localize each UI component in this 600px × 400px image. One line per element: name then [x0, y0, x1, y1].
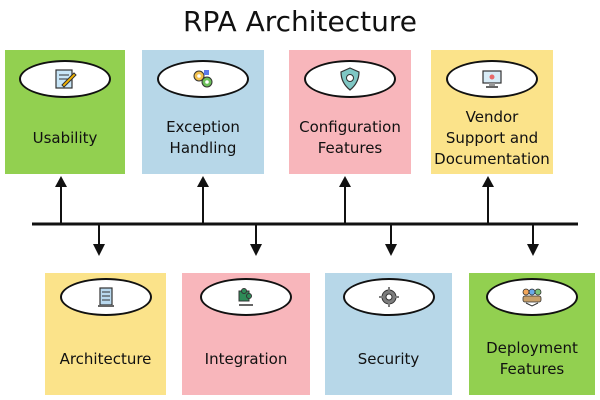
team-handshake-icon: [522, 288, 542, 307]
card-label: Exception Handling: [166, 118, 240, 157]
icon-badge: [19, 60, 111, 98]
card-label: Integration: [204, 349, 288, 368]
icon-badge: [486, 278, 578, 316]
server-icon: [97, 287, 114, 307]
card-label: Architecture: [59, 349, 152, 368]
diagram-title: RPA Architecture: [182, 5, 418, 38]
arrowhead-integration: [250, 244, 262, 256]
icon-badge: [200, 278, 292, 316]
monitor-support-icon: [482, 70, 502, 88]
icon-badge: [342, 278, 435, 316]
arrowhead-deployment-features: [527, 244, 539, 256]
icon-badge: [157, 60, 249, 98]
card-architecture: Architecture: [45, 273, 166, 395]
shield-gear-icon: [378, 287, 399, 307]
card-security: Security: [325, 273, 452, 395]
arrowhead-exception-handling: [197, 176, 209, 187]
card-deployment-features: Deployment Features: [469, 273, 595, 395]
card-exception-handling: Exception Handling: [142, 50, 264, 174]
pen-document-icon: [55, 69, 77, 89]
card-configuration-features: Configuration Features: [289, 50, 411, 174]
shield-icon: [340, 67, 360, 91]
card-usability: Usability: [5, 50, 125, 174]
arrowhead-vendor-support: [482, 176, 494, 187]
icon-badge: [304, 60, 396, 98]
card-label: Deployment Features: [486, 339, 578, 378]
arrowhead-security: [385, 244, 397, 256]
gears-icon: [193, 70, 213, 88]
card-label: Configuration Features: [299, 118, 401, 157]
icon-badge: [59, 278, 152, 316]
card-label: Vendor Support and Documentation: [434, 107, 550, 168]
arrowhead-architecture: [93, 244, 105, 256]
card-integration: Integration: [182, 273, 310, 395]
card-label: Usability: [32, 128, 98, 147]
card-vendor-support: Vendor Support and Documentation: [431, 50, 553, 174]
icon-badge: [446, 60, 538, 98]
arrowhead-configuration-features: [339, 176, 351, 187]
card-label: Security: [357, 349, 420, 368]
puzzle-icon: [238, 288, 253, 306]
arrowhead-usability: [55, 176, 67, 187]
